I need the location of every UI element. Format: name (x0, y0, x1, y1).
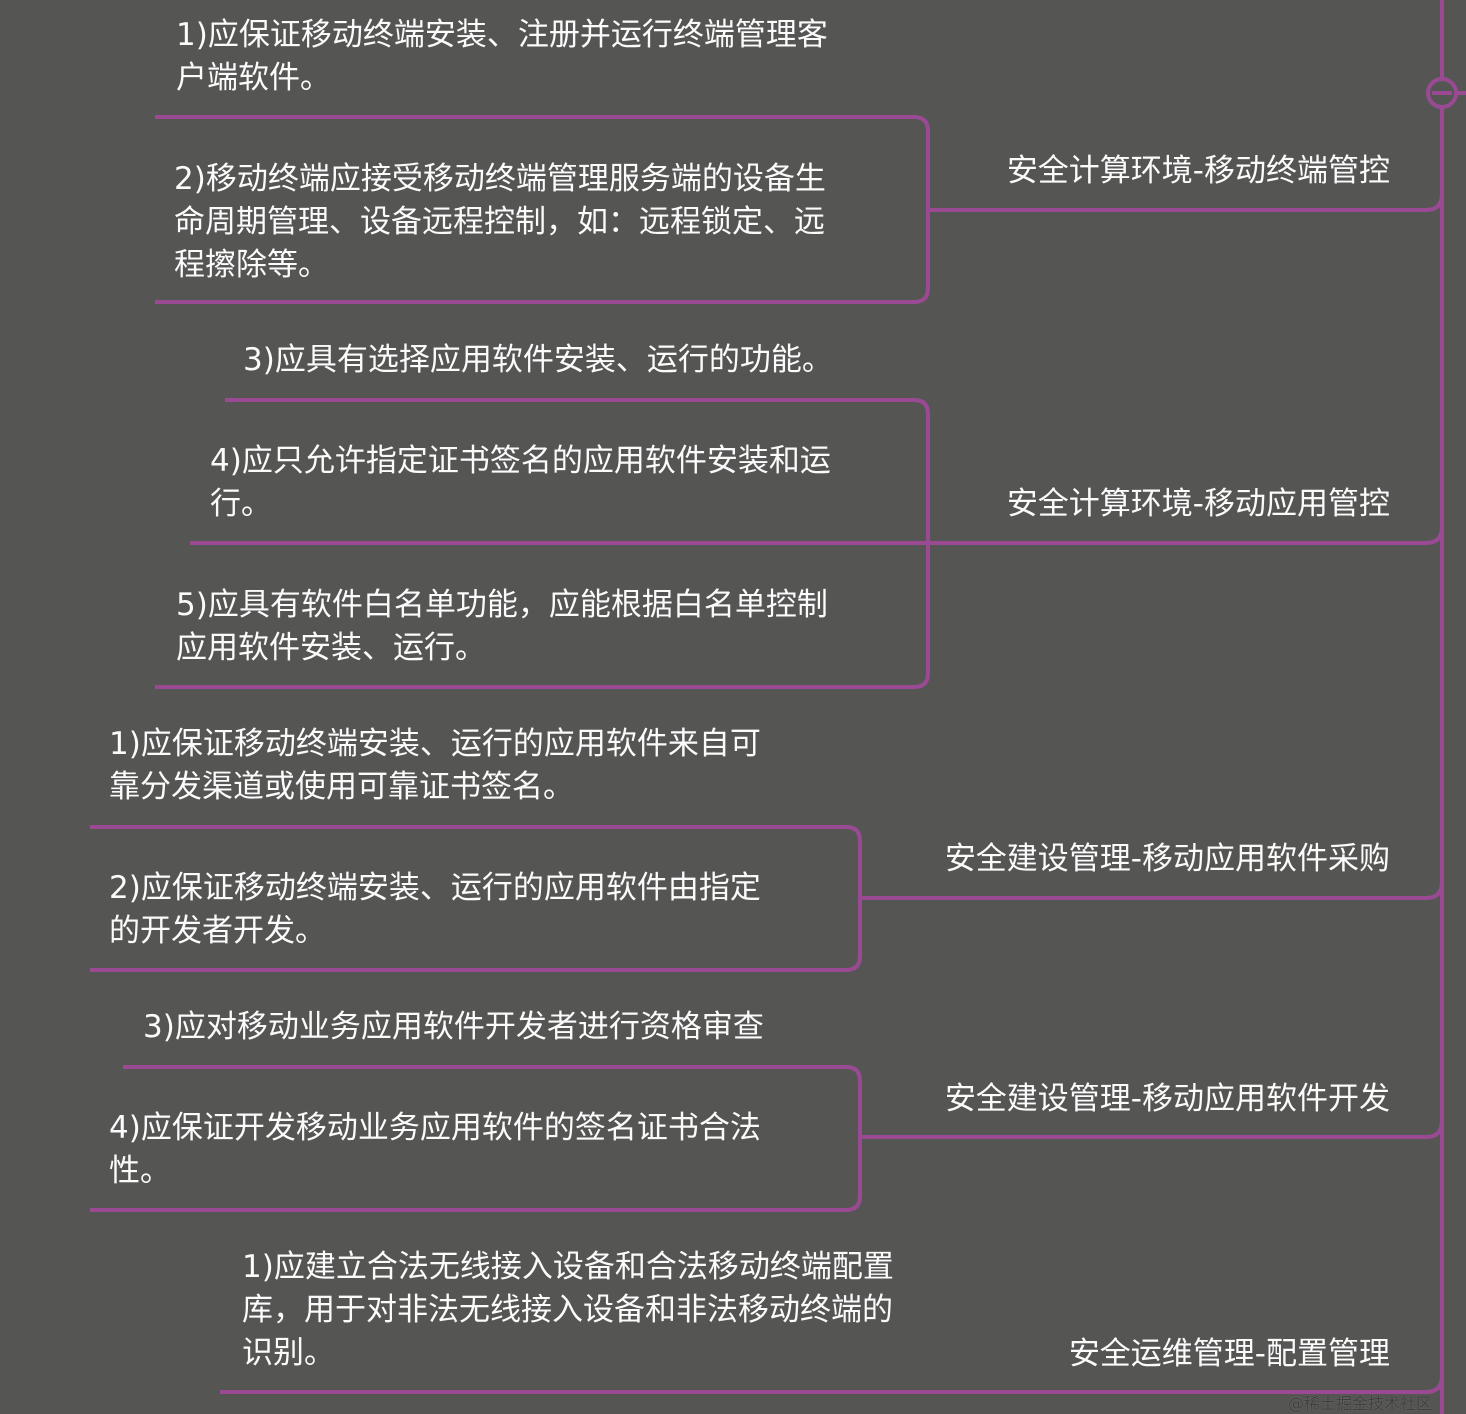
leaf-text: 1)应建立合法无线接入设备和合法移动终端配置 (242, 1249, 894, 1285)
leaf-node[interactable]: 2)应保证移动终端安装、运行的应用软件由指定 的开发者开发。 (109, 867, 761, 953)
leaf-text: 户端软件。 (176, 60, 331, 96)
leaf-node[interactable]: 3)应对移动业务应用软件开发者进行资格审查 (143, 1006, 764, 1049)
branch-label[interactable]: 安全建设管理-移动应用软件采购 (944, 841, 1390, 877)
leaf-text: 1)应保证移动终端安装、注册并运行终端管理客 (176, 17, 828, 53)
leaf-node[interactable]: 4)应只允许指定证书签名的应用软件安装和运 行。 (210, 440, 831, 526)
branch-label[interactable]: 安全计算环境-移动终端管控 (1006, 153, 1390, 189)
branch-2-line (930, 526, 1444, 545)
leaf-text: 行。 (210, 486, 272, 522)
leaf-text: 性。 (109, 1153, 171, 1189)
leaf-node[interactable]: 1)应建立合法无线接入设备和合法移动终端配置 库，用于对非法无线接入设备和非法移… (242, 1246, 894, 1375)
branch-label[interactable]: 安全计算环境-移动应用管控 (1006, 486, 1390, 522)
branch-label[interactable]: 安全建设管理-移动应用软件开发 (944, 1081, 1390, 1117)
bracket-3 (90, 825, 862, 972)
leaf-text: 2)应保证移动终端安装、运行的应用软件由指定 (109, 870, 761, 906)
leaf-node[interactable]: 1)应保证移动终端安装、运行的应用软件来自可 靠分发渠道或使用可靠证书签名。 (109, 723, 761, 809)
leaf-text: 3)应具有选择应用软件安装、运行的功能。 (243, 342, 833, 378)
leaf-text: 程擦除等。 (174, 247, 329, 283)
leaf-text: 4)应保证开发移动业务应用软件的签名证书合法 (109, 1110, 761, 1146)
leaf-text: 应用软件安装、运行。 (176, 630, 486, 666)
branch-3-line (862, 881, 1444, 900)
leaf-node[interactable]: 2)移动终端应接受移动终端管理服务端的设备生 命周期管理、设备远程控制，如：远程… (174, 158, 826, 287)
leaf-text: 命周期管理、设备远程控制，如：远程锁定、远 (174, 204, 825, 240)
leaf-node[interactable]: 5)应具有软件白名单功能，应能根据白名单控制 应用软件安装、运行。 (176, 584, 828, 670)
leaf-text: 2)移动终端应接受移动终端管理服务端的设备生 (174, 161, 826, 197)
leaf-text: 3)应对移动业务应用软件开发者进行资格审查 (143, 1009, 764, 1045)
leaf-text: 4)应只允许指定证书签名的应用软件安装和运 (210, 443, 831, 479)
bracket-4 (90, 1065, 862, 1212)
branch-1-line (930, 193, 1444, 212)
leaf-text: 的开发者开发。 (109, 913, 326, 949)
leaf-node[interactable]: 1)应保证移动终端安装、注册并运行终端管理客 户端软件。 (176, 14, 828, 100)
leaf-text: 1)应保证移动终端安装、运行的应用软件来自可 (109, 726, 761, 762)
branch-label[interactable]: 安全运维管理-配置管理 (1068, 1336, 1390, 1372)
leaf-node[interactable]: 3)应具有选择应用软件安装、运行的功能。 (243, 339, 833, 382)
branch-4-line (862, 1120, 1444, 1139)
branch-5-line (220, 1375, 1444, 1394)
watermark: @稀土掘金技术社区 (1287, 1394, 1432, 1413)
bracket-1 (155, 115, 930, 304)
leaf-text: 识别。 (242, 1335, 335, 1371)
collapse-button[interactable] (1426, 77, 1466, 109)
leaf-text: 靠分发渠道或使用可靠证书签名。 (109, 769, 574, 805)
leaf-text: 5)应具有软件白名单功能，应能根据白名单控制 (176, 587, 828, 623)
leaf-node[interactable]: 4)应保证开发移动业务应用软件的签名证书合法 性。 (109, 1107, 761, 1193)
leaf-text: 库，用于对非法无线接入设备和非法移动终端的 (242, 1292, 893, 1328)
